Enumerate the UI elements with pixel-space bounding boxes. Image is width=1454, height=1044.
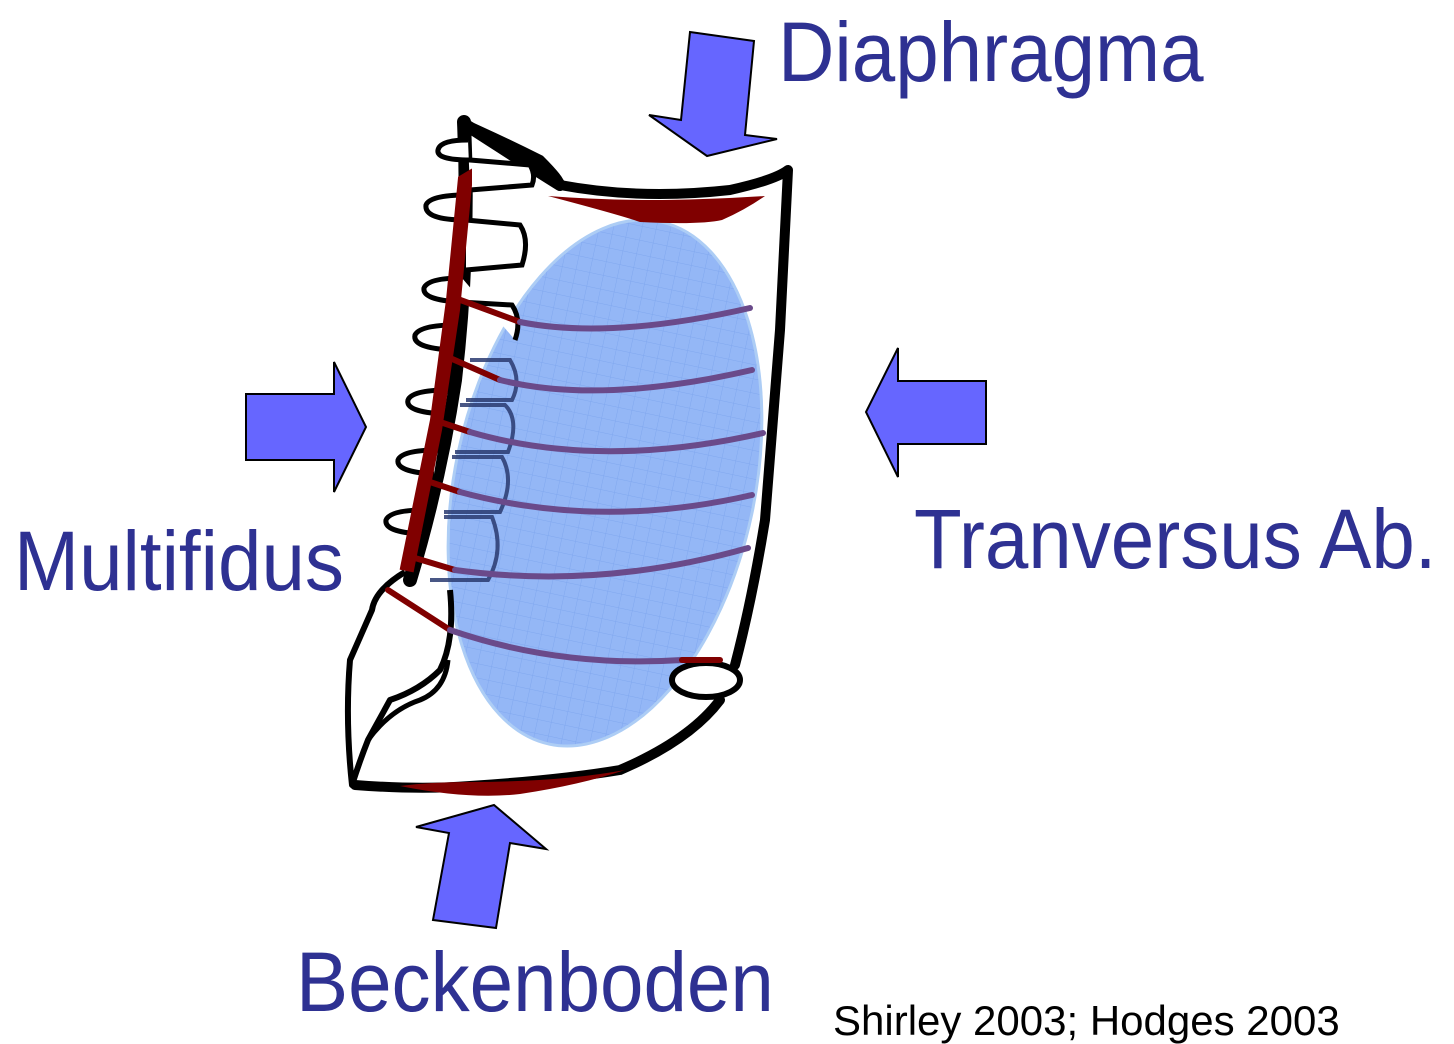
transversus-arrow [866, 348, 986, 477]
multifidus-label: Multifidus [14, 519, 344, 603]
diaphragma-label: Diaphragma [778, 10, 1204, 94]
multifidus-arrow [246, 362, 366, 492]
diaphragm-muscle [548, 196, 765, 223]
beckenboden-label: Beckenboden [296, 940, 774, 1024]
sacrum-bone [348, 572, 451, 785]
beckenboden-arrow [416, 805, 546, 928]
hip-joint [672, 663, 740, 697]
transversus-label: Tranversus Ab. [914, 497, 1436, 581]
diaphragma-arrow [649, 32, 777, 156]
vertebra [426, 195, 526, 270]
citation-text: Shirley 2003; Hodges 2003 [833, 1000, 1340, 1042]
